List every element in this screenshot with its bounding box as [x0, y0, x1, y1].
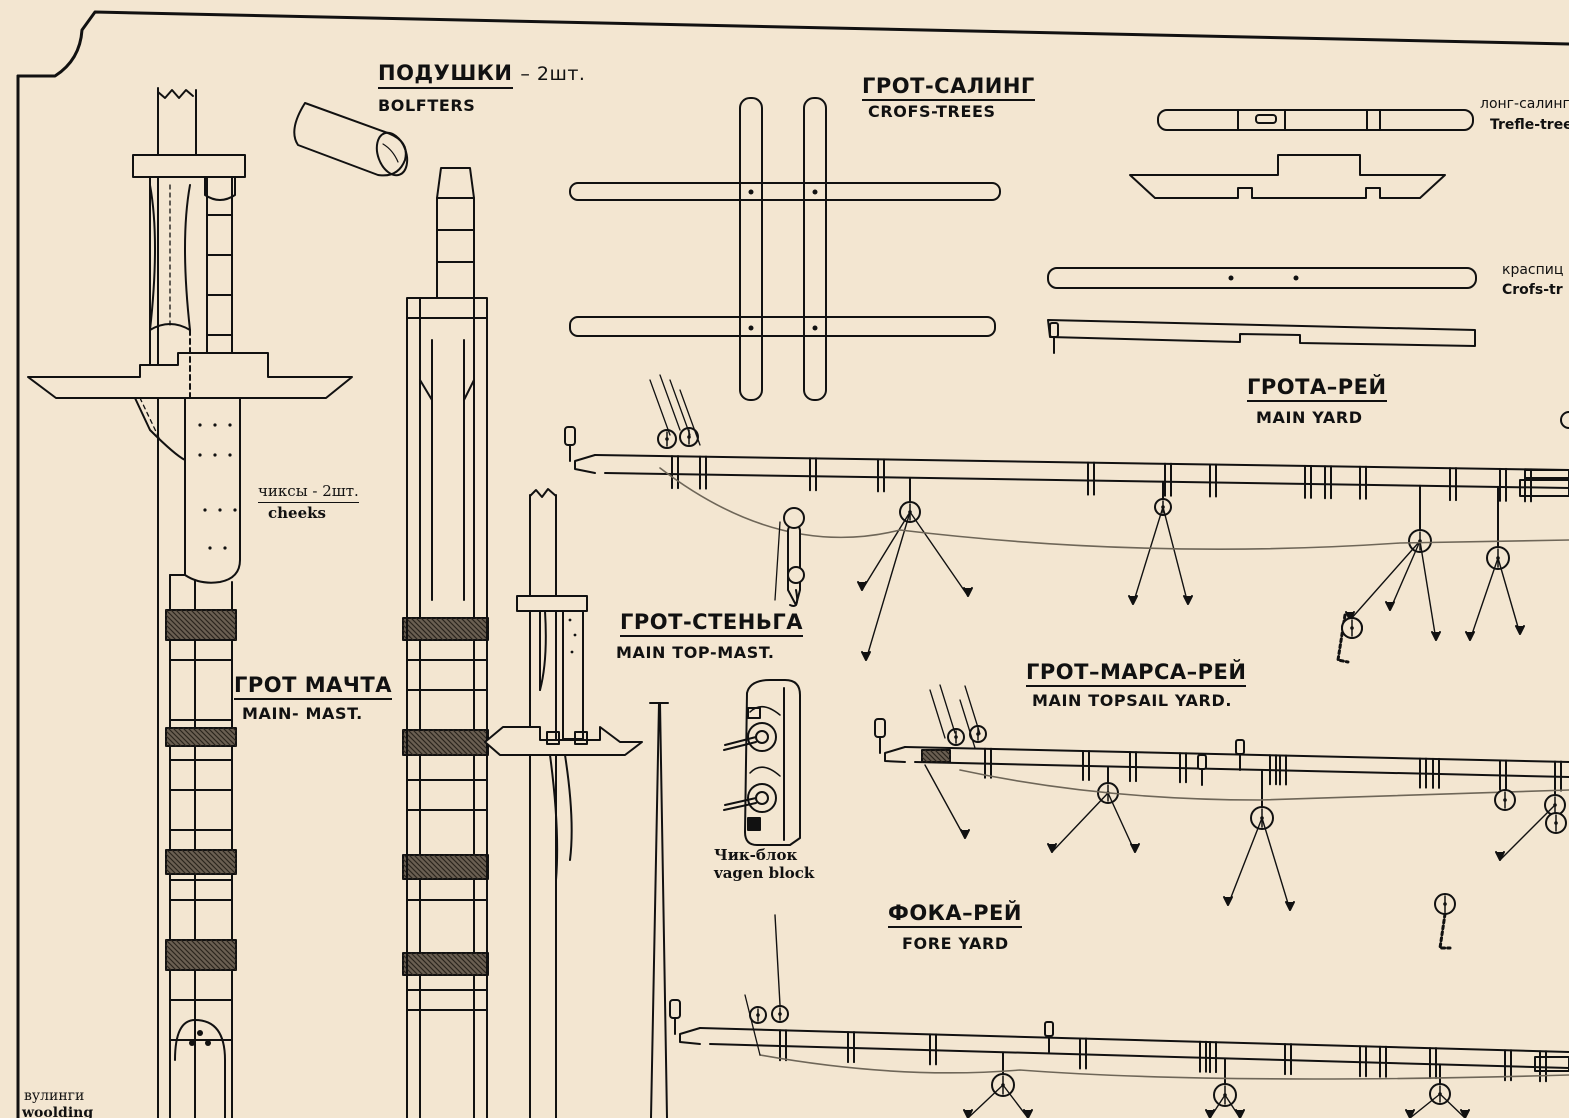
main-yard-head-blocks: [649, 374, 1569, 664]
topsail-yard-drawing: [874, 718, 1569, 911]
cross-trees-side-title: краспиц: [1502, 262, 1564, 278]
trestle-trees-title-en: Trefle-trees: [1490, 117, 1569, 133]
cheek-block-drawing: [723, 679, 801, 846]
trestle-trees-title: лонг-салинг: [1480, 96, 1569, 112]
fore-yard-drawing: [669, 999, 1569, 1118]
fore-yard-title: ФОКА–РЕЙ: [888, 903, 1022, 928]
woolding-title: вулинги: [24, 1088, 85, 1104]
main-mast-title: ГРОТ МАЧТА: [234, 675, 392, 700]
topsail-yard-title-en: MAIN TOPSAIL YARD.: [1032, 691, 1233, 710]
main-yard-title-en: MAIN YARD: [1256, 408, 1363, 427]
sheet-border: [16, 10, 1569, 1118]
crosstrees-title: ГРОТ-САЛИНГ: [862, 76, 1035, 101]
fore-yard-head-blocks: [744, 914, 1569, 1072]
topsail-yard-title: ГРОТ–МАРСА–РЕЙ: [1026, 662, 1247, 687]
topmast-drawing: [402, 167, 489, 1118]
topsail-yard-head-blocks: [921, 684, 1567, 950]
cross-trees-side-title-en: Crofs-tr: [1502, 282, 1563, 298]
woolding-title-en: woolding: [22, 1105, 94, 1118]
bolsters-title: ПОДУШКИ – 2шт.: [378, 61, 585, 89]
crosstrees-drawing: [569, 97, 1001, 401]
main-mast-title-en: MAIN- MAST.: [242, 704, 363, 723]
main-yard-title: ГРОТА–РЕЙ: [1247, 377, 1387, 402]
cheeks-title-en: cheeks: [268, 504, 326, 522]
cheeks-title: чиксы - 2шт.: [258, 482, 359, 503]
topmast-title: ГРОТ-СТЕНЬГА: [620, 612, 803, 637]
bolsters-title-en: BOLFTERS: [378, 96, 476, 115]
trestle-trees-drawing: [1047, 109, 1477, 347]
crosstrees-title-en: CROFS-TREES: [868, 102, 996, 121]
topmast-title-en: MAIN TOP-MAST.: [616, 643, 775, 662]
cheek-block-title-en: vagen block: [714, 864, 815, 882]
main-mast-drawing: [27, 87, 353, 1118]
cheek-block-title: Чик-блок: [714, 846, 798, 864]
topgallant-mast-drawing: [484, 488, 669, 1118]
bolster-drawing: [293, 102, 409, 177]
fore-yard-title-en: FORE YARD: [902, 934, 1009, 953]
